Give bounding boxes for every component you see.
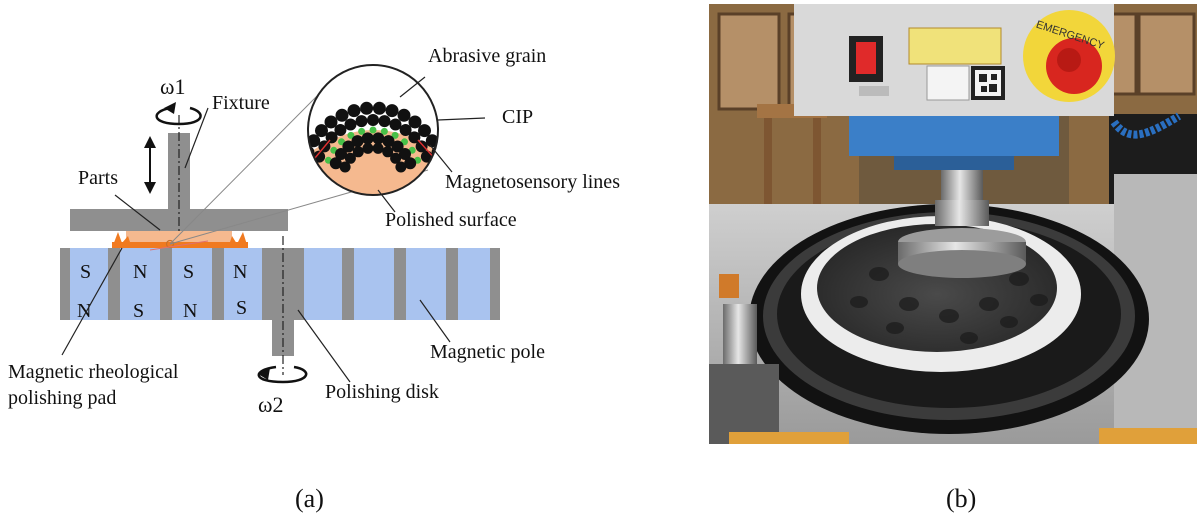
- abrasive-grain: [418, 124, 431, 138]
- abrasive-grain: [342, 140, 355, 153]
- cip-particle: [347, 131, 355, 139]
- parts-label: Parts: [78, 167, 118, 189]
- magnetic-disk: [60, 248, 500, 320]
- pole-bottom-2: S: [133, 300, 144, 322]
- cip-particle: [369, 126, 377, 134]
- abrasive-grain: [408, 131, 421, 144]
- abrasive-grain: [367, 114, 379, 126]
- abrasive-grain: [425, 134, 438, 148]
- abrasive-grain: [415, 140, 428, 153]
- abrasive-grain: [347, 104, 361, 118]
- machine-head: [794, 4, 1115, 170]
- abrasive-grain: [344, 152, 356, 164]
- abrasive-grain: [315, 124, 328, 138]
- abrasive-grain: [334, 124, 347, 136]
- abrasive-grain: [355, 115, 368, 128]
- magnetosensory-lines-label: Magnetosensory lines: [445, 171, 620, 193]
- vertical-motion-arrow: [144, 136, 156, 194]
- abrasive-grain: [344, 118, 357, 131]
- abrasive-grain: [399, 148, 411, 160]
- abrasive-grain: [397, 108, 411, 122]
- spindle: [898, 170, 1026, 278]
- polishing-machine-photo: EMERGENCY: [709, 4, 1197, 444]
- abrasive-grain: [361, 132, 374, 145]
- abrasive-grain-label: Abrasive grain: [428, 45, 546, 67]
- pole-bottom-3: N: [183, 300, 197, 322]
- abrasive-grain: [378, 115, 391, 128]
- pole-top-2: N: [133, 261, 147, 283]
- cip-particle: [391, 131, 399, 139]
- abrasive-grain: [404, 157, 417, 170]
- abrasive-grain: [391, 140, 404, 153]
- abrasive-grain: [399, 124, 412, 136]
- cip-particle: [380, 127, 388, 135]
- polishing-disk-label: Polishing disk: [325, 381, 439, 403]
- omega1-label: ω1: [160, 74, 185, 99]
- cip-label: CIP: [502, 106, 533, 128]
- abrasive-grain: [408, 115, 422, 129]
- mr-pad-label-line2: polishing pad: [8, 387, 116, 409]
- abrasive-grain: [382, 146, 394, 158]
- abrasive-grain: [352, 146, 364, 158]
- abrasive-grain: [325, 131, 338, 144]
- cip-particle: [358, 127, 366, 135]
- pole-top-3: S: [183, 261, 194, 283]
- abrasive-grain: [372, 101, 386, 115]
- rotation-arrow-bottom: [257, 365, 308, 384]
- abrasive-grain: [324, 115, 338, 129]
- abrasive-grain: [385, 104, 399, 118]
- abrasive-grain: [335, 108, 349, 122]
- abrasive-grain: [335, 148, 347, 160]
- pole-bottom-1: N: [77, 300, 91, 322]
- abrasive-grain: [372, 132, 385, 145]
- caption-a: (a): [295, 484, 324, 513]
- abrasive-grain: [308, 134, 321, 148]
- abrasive-grain: [339, 161, 351, 173]
- mr-pad-label-line1: Magnetic rheological: [8, 361, 179, 383]
- polishing-schematic: S N S N N S N S: [8, 45, 620, 417]
- abrasive-grain: [329, 157, 342, 170]
- abrasive-grain: [372, 142, 384, 154]
- part: [126, 231, 232, 242]
- omega2-label: ω2: [258, 392, 283, 417]
- magnetic-pole-label: Magnetic pole: [430, 341, 545, 363]
- pole-top-4: N: [233, 261, 247, 283]
- abrasive-grain: [395, 161, 407, 173]
- fixture-label: Fixture: [212, 92, 270, 114]
- abrasive-grain: [351, 135, 364, 148]
- abrasive-grain: [389, 118, 402, 131]
- pole-bottom-4: S: [236, 297, 247, 319]
- abrasive-grain: [390, 152, 402, 164]
- pole-top-1: S: [80, 261, 91, 283]
- rotation-arrow-top: [155, 102, 202, 126]
- abrasive-grain: [360, 101, 374, 115]
- caption-b: (b): [946, 484, 977, 513]
- abrasive-grain: [382, 135, 395, 148]
- abrasive-grain: [313, 150, 326, 163]
- polished-surface-label: Polished surface: [385, 209, 517, 231]
- abrasive-grain: [362, 142, 374, 154]
